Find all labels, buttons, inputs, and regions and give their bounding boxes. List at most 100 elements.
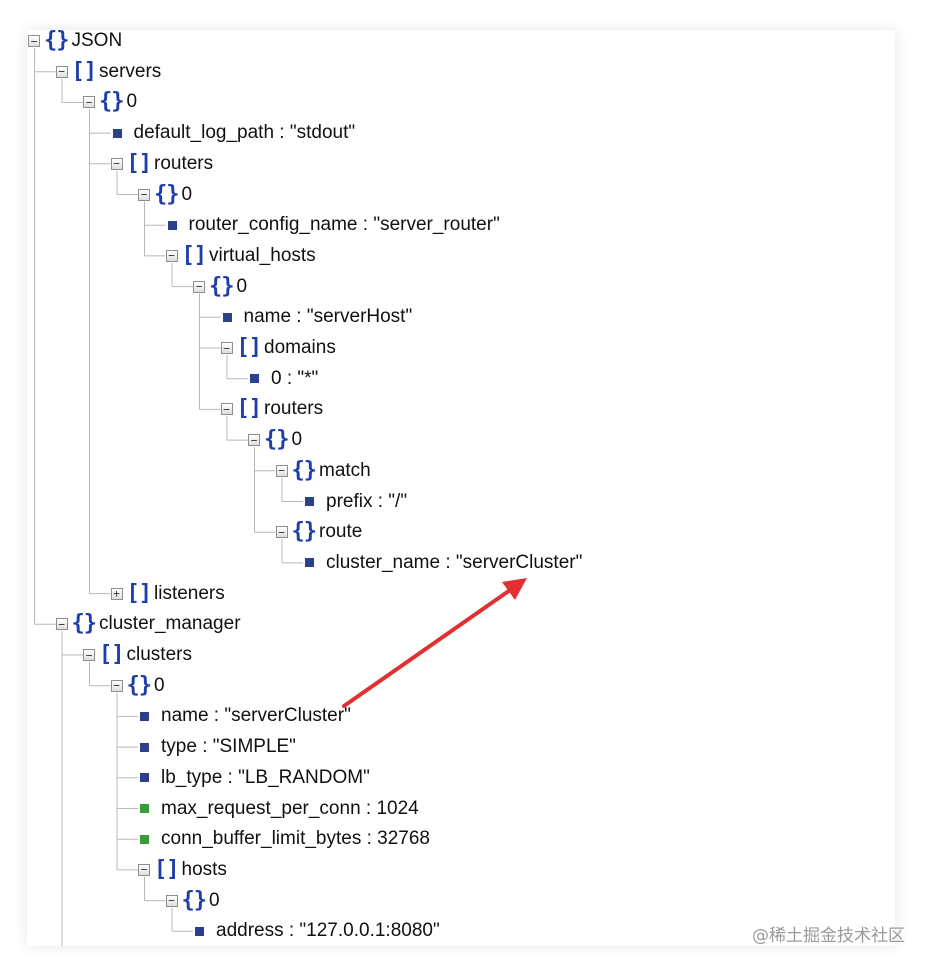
collapse-icon[interactable]: − xyxy=(55,65,68,79)
expand-icon[interactable]: + xyxy=(110,587,123,601)
string-value-icon xyxy=(305,497,314,506)
tree-node-hosts[interactable]: −[]hosts xyxy=(138,856,227,882)
toggle-sign: − xyxy=(85,648,93,662)
toggle-sign: − xyxy=(223,341,230,355)
collapse-icon[interactable]: − xyxy=(110,679,123,692)
collapse-icon[interactable]: − xyxy=(220,341,233,355)
collapse-icon[interactable]: − xyxy=(165,249,178,263)
node-label: routers xyxy=(264,398,324,420)
tree-node-route[interactable]: −{}route xyxy=(275,520,363,544)
array-brackets-icon: [] xyxy=(126,580,152,606)
tree-node-0[interactable]: −{}0 xyxy=(110,672,165,698)
array-brackets-icon: [] xyxy=(236,396,262,422)
node-label: router_config_name : "server_router" xyxy=(188,214,500,236)
string-value-icon xyxy=(112,128,122,138)
collapse-icon[interactable]: − xyxy=(275,464,288,477)
json-viewer-panel xyxy=(27,30,895,946)
toggle-sign: − xyxy=(140,863,148,877)
object-braces-icon: {} xyxy=(264,427,289,453)
toggle-sign: − xyxy=(30,34,38,48)
node-label: cluster_manager xyxy=(99,613,241,635)
toggle-sign: − xyxy=(223,402,230,416)
string-value-icon xyxy=(140,742,149,752)
tree-node-json[interactable]: −{}JSON xyxy=(28,29,122,53)
string-value-icon xyxy=(222,312,232,322)
string-value-icon xyxy=(167,220,177,230)
tree-node-max-request-per-conn: max_request_per_conn : 1024 xyxy=(138,797,419,821)
object-braces-icon: {} xyxy=(181,887,207,913)
tree-node-clusters[interactable]: −[]clusters xyxy=(83,643,192,667)
tree-node-routers[interactable]: −[]routers xyxy=(110,150,214,176)
collapse-icon[interactable]: − xyxy=(275,526,288,539)
collapse-icon[interactable]: − xyxy=(165,894,178,908)
tree-node-0[interactable]: −{}0 xyxy=(165,887,220,913)
node-label: lb_type : "LB_RANDOM" xyxy=(161,766,370,788)
tree-node-0: 0 : "*" xyxy=(248,367,318,391)
node-label: 0 xyxy=(181,183,193,205)
node-label: 0 xyxy=(154,674,165,696)
string-value-icon xyxy=(140,773,149,783)
tree-node-servers[interactable]: −[]servers xyxy=(55,59,161,84)
number-value-icon xyxy=(140,804,149,813)
tree-node-domains[interactable]: −[]domains xyxy=(220,336,336,360)
collapse-icon[interactable]: − xyxy=(83,95,95,109)
collapse-icon[interactable]: − xyxy=(83,649,95,661)
toggle-sign: − xyxy=(113,157,120,171)
node-label: routers xyxy=(154,152,214,174)
node-label: hosts xyxy=(181,858,227,880)
toggle-sign: − xyxy=(85,95,93,109)
toggle-sign: − xyxy=(58,65,65,79)
collapse-icon[interactable]: − xyxy=(248,433,260,447)
tree-node-match[interactable]: −{}match xyxy=(275,457,371,483)
tree-node-0[interactable]: −{}0 xyxy=(193,274,248,299)
node-label: address : "127.0.0.1:8080" xyxy=(216,920,440,942)
collapse-icon[interactable]: − xyxy=(138,188,150,201)
node-label: default_log_path : "stdout" xyxy=(133,122,356,144)
node-label: domains xyxy=(264,337,336,358)
tree-node-lb-type: lb_type : "LB_RANDOM" xyxy=(138,766,370,790)
collapse-icon[interactable]: − xyxy=(28,35,40,47)
tree-node-routers[interactable]: −[]routers xyxy=(220,396,324,422)
tree-node-0[interactable]: −{}0 xyxy=(83,90,137,114)
object-braces-icon: {} xyxy=(44,28,69,53)
object-braces-icon: {} xyxy=(291,457,317,483)
array-brackets-icon: [] xyxy=(126,150,152,176)
object-braces-icon: {} xyxy=(126,672,152,698)
toggle-sign: + xyxy=(113,587,120,601)
node-label: 0 xyxy=(126,91,138,113)
toggle-sign: − xyxy=(168,249,175,263)
collapse-icon[interactable]: − xyxy=(110,157,123,171)
collapse-icon[interactable]: − xyxy=(138,863,150,877)
node-label: clusters xyxy=(126,644,192,665)
collapse-icon[interactable]: − xyxy=(193,280,205,293)
node-label: name : "serverHost" xyxy=(243,306,413,328)
tree-node-cluster-manager[interactable]: −{}cluster_manager xyxy=(55,611,241,637)
tree-node-name: name : "serverHost" xyxy=(221,305,413,329)
node-label: JSON xyxy=(71,30,123,51)
string-value-icon xyxy=(195,926,204,936)
number-value-icon xyxy=(140,834,149,844)
array-brackets-icon: [] xyxy=(99,642,124,667)
string-value-icon xyxy=(140,711,149,721)
toggle-sign: − xyxy=(168,894,175,908)
array-brackets-icon: [] xyxy=(181,242,207,268)
collapse-icon[interactable]: − xyxy=(55,618,68,631)
node-label: type : "SIMPLE" xyxy=(161,736,296,758)
object-braces-icon: {} xyxy=(99,89,124,115)
node-label: match xyxy=(319,459,371,481)
object-braces-icon: {} xyxy=(71,611,97,637)
tree-node-0[interactable]: −{}0 xyxy=(138,182,193,207)
node-label: prefix : "/" xyxy=(326,490,408,512)
toggle-sign: − xyxy=(250,433,258,447)
node-label: 0 xyxy=(236,275,248,297)
node-label: virtual_hosts xyxy=(209,244,316,266)
array-brackets-icon: [] xyxy=(154,856,179,882)
tree-node-listeners[interactable]: +[]listeners xyxy=(110,580,225,606)
watermark: @稀土掘金技术社区 xyxy=(752,926,905,946)
collapse-icon[interactable]: − xyxy=(220,402,233,416)
tree-node-0[interactable]: −{}0 xyxy=(248,428,302,452)
tree-node-virtual-hosts[interactable]: −[]virtual_hosts xyxy=(165,242,316,268)
tree-node-type: type : "SIMPLE" xyxy=(138,735,296,759)
node-label: conn_buffer_limit_bytes : 32768 xyxy=(161,828,430,850)
node-label: route xyxy=(319,521,363,543)
